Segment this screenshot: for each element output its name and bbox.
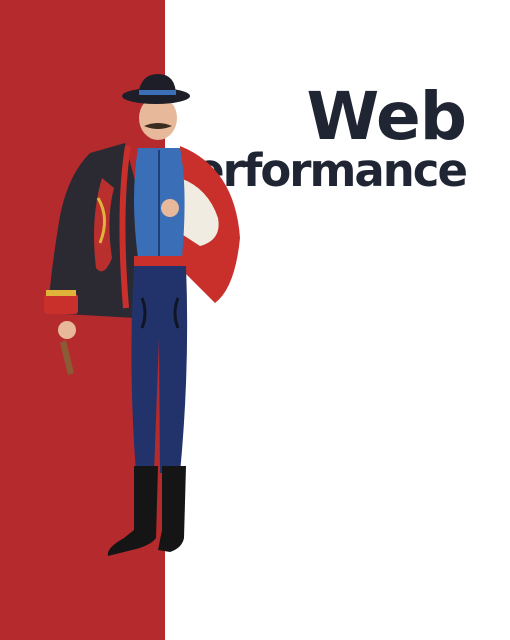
folk-costume-illustration (44, 74, 240, 556)
belt (134, 256, 186, 266)
right-boot (158, 466, 186, 552)
shirt-sleeve (180, 178, 219, 246)
left-boot (107, 466, 158, 556)
head (139, 96, 177, 140)
trousers (131, 266, 188, 473)
title-line-web: Web (306, 78, 467, 155)
